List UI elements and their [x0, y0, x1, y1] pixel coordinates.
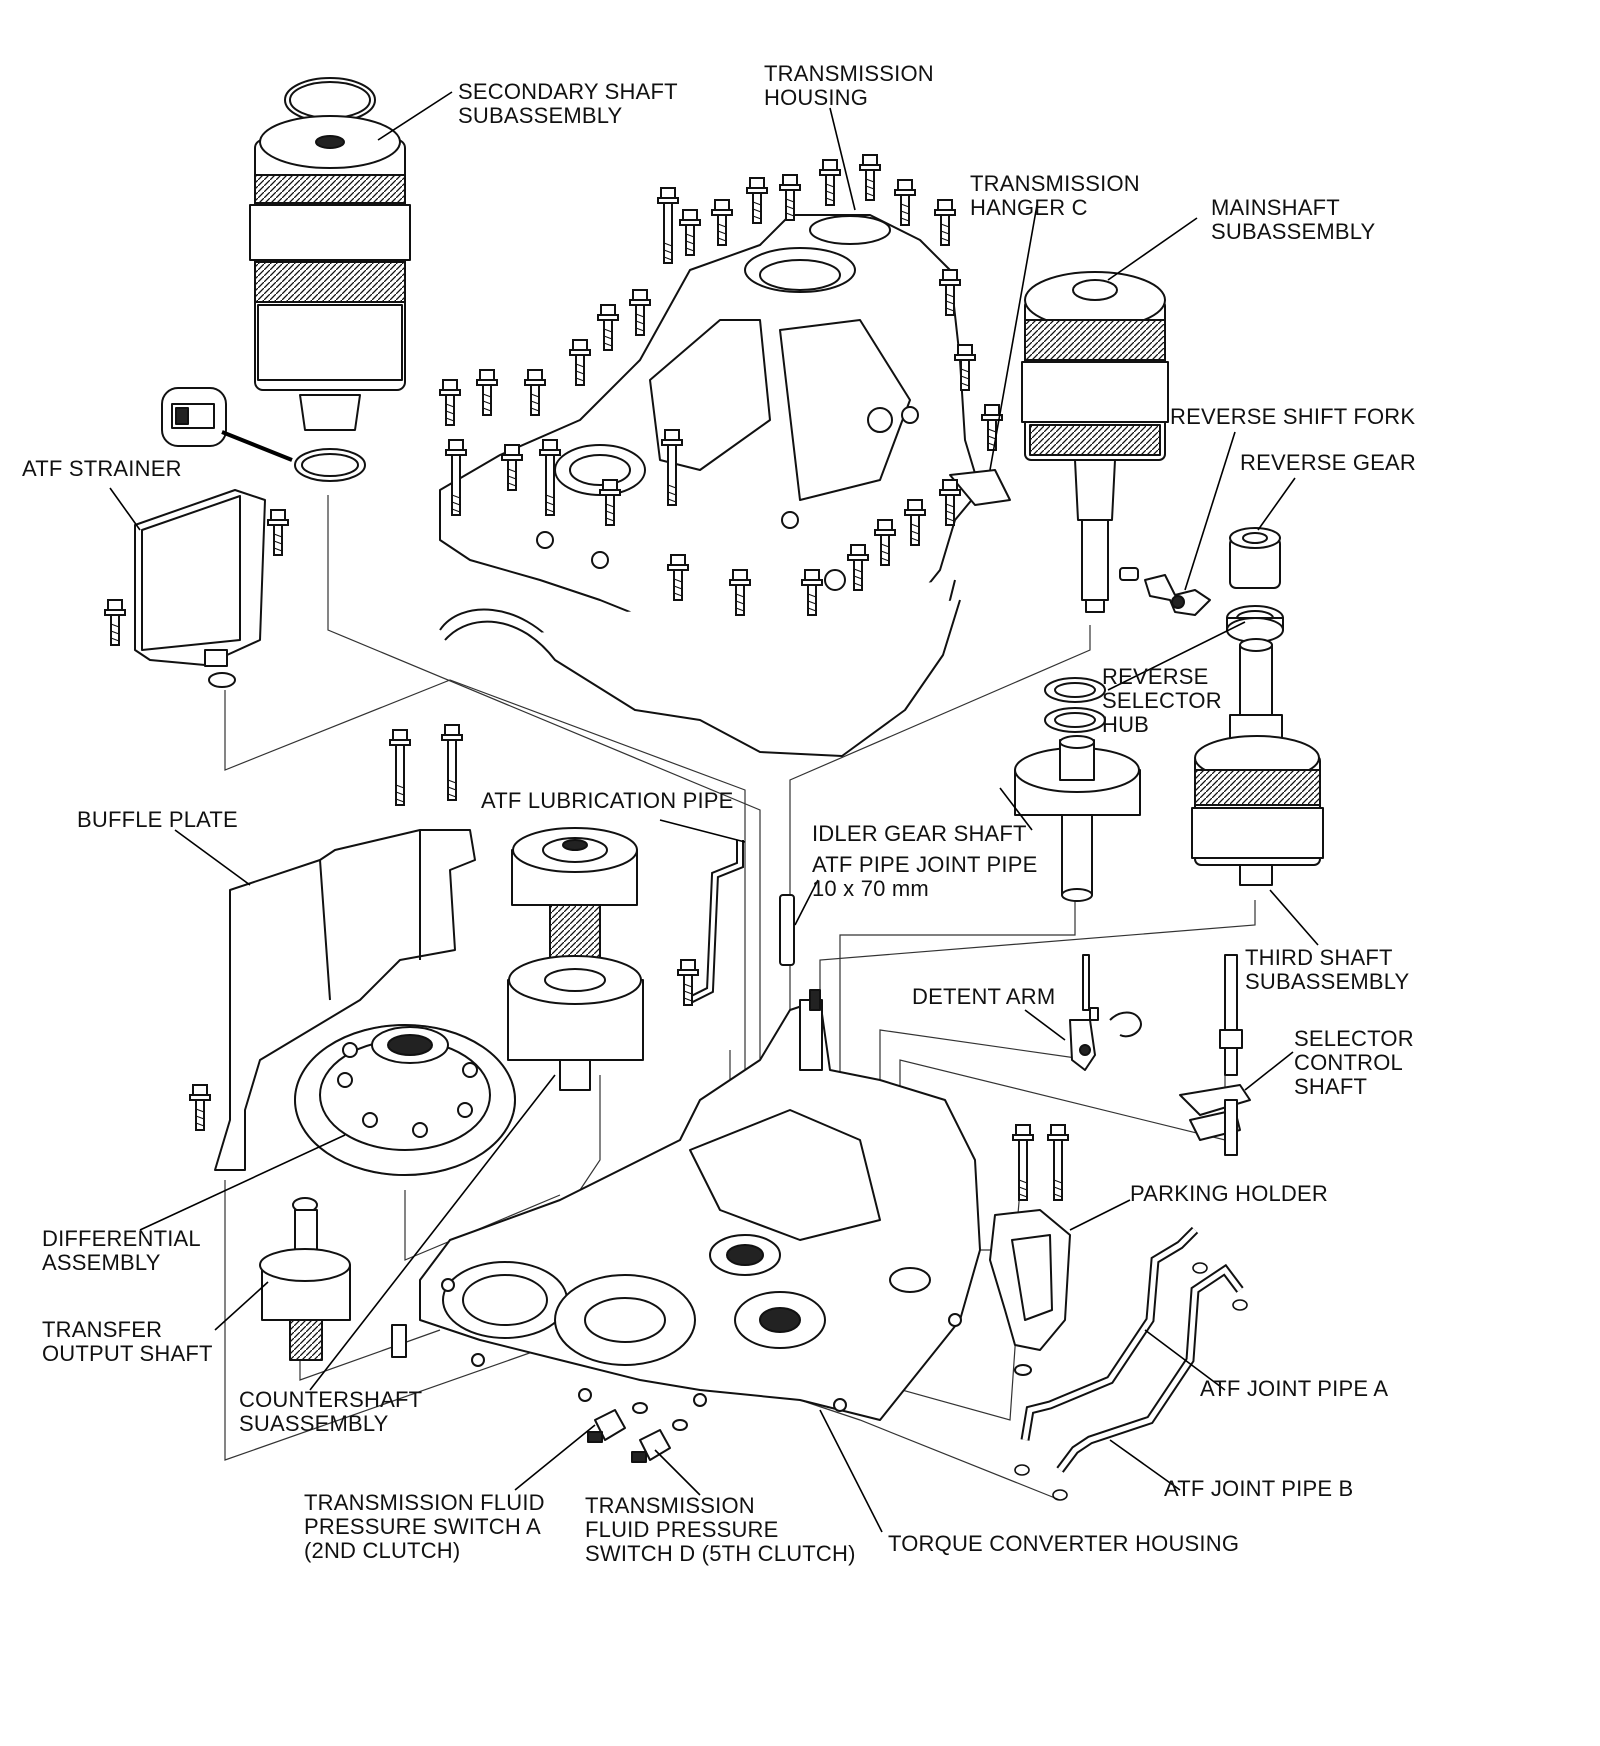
mainshaft-subassembly: [1021, 271, 1169, 613]
parking-holder: [989, 1124, 1071, 1376]
detent-arm: [1069, 954, 1142, 1071]
label-mainshaft-subassembly: MAINSHAFT SUBASSEMBLY: [1211, 195, 1376, 244]
third-shaft-subassembly: [1191, 638, 1324, 886]
leader-lines: [109, 91, 1319, 1533]
atf-pipe-joint-pipe: [779, 894, 795, 966]
label-atf-lubrication-pipe: ATF LUBRICATION PIPE: [481, 788, 734, 813]
transmission-housing: [439, 214, 1011, 757]
label-transfer-output-shaft: TRANSFER OUTPUT SHAFT: [42, 1317, 213, 1366]
label-transmission-housing: TRANSMISSION HOUSING: [764, 61, 934, 110]
label-atf-joint-pipe-a: ATF JOINT PIPE A: [1200, 1376, 1389, 1401]
atf-lubrication-pipe: [677, 840, 744, 1006]
label-atf-pipe-joint-pipe: ATF PIPE JOINT PIPE 10 x 70 mm: [812, 852, 1038, 901]
secondary-shaft-subassembly: [249, 77, 411, 482]
reverse-gear: [1229, 527, 1281, 589]
label-parking-holder: PARKING HOLDER: [1130, 1181, 1328, 1206]
label-secondary-shaft-subassembly: SECONDARY SHAFT SUBASSEMBLY: [458, 79, 678, 128]
label-selector-control-shaft: SELECTOR CONTROL SHAFT: [1294, 1026, 1414, 1099]
pressure-switch-a: [587, 1402, 648, 1443]
idler-gear-shaft: [1014, 677, 1141, 902]
label-transmission-hanger-c: TRANSMISSION HANGER C: [970, 171, 1140, 220]
differential-assembly: [294, 1024, 516, 1176]
reverse-selector-hub: [1226, 605, 1284, 643]
atf-joint-pipe-a: [1014, 1226, 1208, 1476]
o-ring-detail-icon: [161, 387, 227, 447]
label-buffle-plate: BUFFLE PLATE: [77, 807, 238, 832]
label-third-shaft-subassembly: THIRD SHAFT SUBASSEMBLY: [1245, 945, 1410, 994]
torque-converter-housing: [391, 989, 981, 1421]
label-atf-joint-pipe-b: ATF JOINT PIPE B: [1164, 1476, 1354, 1501]
transfer-output-shaft: [259, 1197, 351, 1361]
label-detent-arm: DETENT ARM: [912, 984, 1056, 1009]
label-reverse-shift-fork: REVERSE SHIFT FORK: [1170, 404, 1416, 429]
label-countershaft-suassembly: COUNTERSHAFT SUASSEMBLY: [239, 1387, 423, 1436]
buffle-plate: [189, 724, 476, 1171]
atf-joint-pipe-b: [1052, 1263, 1248, 1501]
selector-control-shaft: [1179, 954, 1251, 1156]
label-atf-strainer: ATF STRAINER: [22, 456, 182, 481]
label-reverse-selector-hub: REVERSE SELECTOR HUB: [1102, 664, 1222, 737]
label-differential-assembly: DIFFERENTIAL ASSEMBLY: [42, 1226, 201, 1275]
label-torque-converter-housing: TORQUE CONVERTER HOUSING: [888, 1531, 1240, 1556]
countershaft-subassembly: [507, 827, 644, 1091]
label-pressure-switch-a: TRANSMISSION FLUID PRESSURE SWITCH A (2N…: [304, 1490, 545, 1563]
label-reverse-gear: REVERSE GEAR: [1240, 450, 1417, 475]
atf-strainer: [104, 489, 289, 688]
reverse-shift-fork: [1119, 567, 1211, 616]
pressure-switch-d: [631, 1419, 688, 1463]
label-pressure-switch-d: TRANSMISSION FLUID PRESSURE SWITCH D (5T…: [585, 1493, 856, 1566]
label-idler-gear-shaft: IDLER GEAR SHAFT: [812, 821, 1027, 846]
